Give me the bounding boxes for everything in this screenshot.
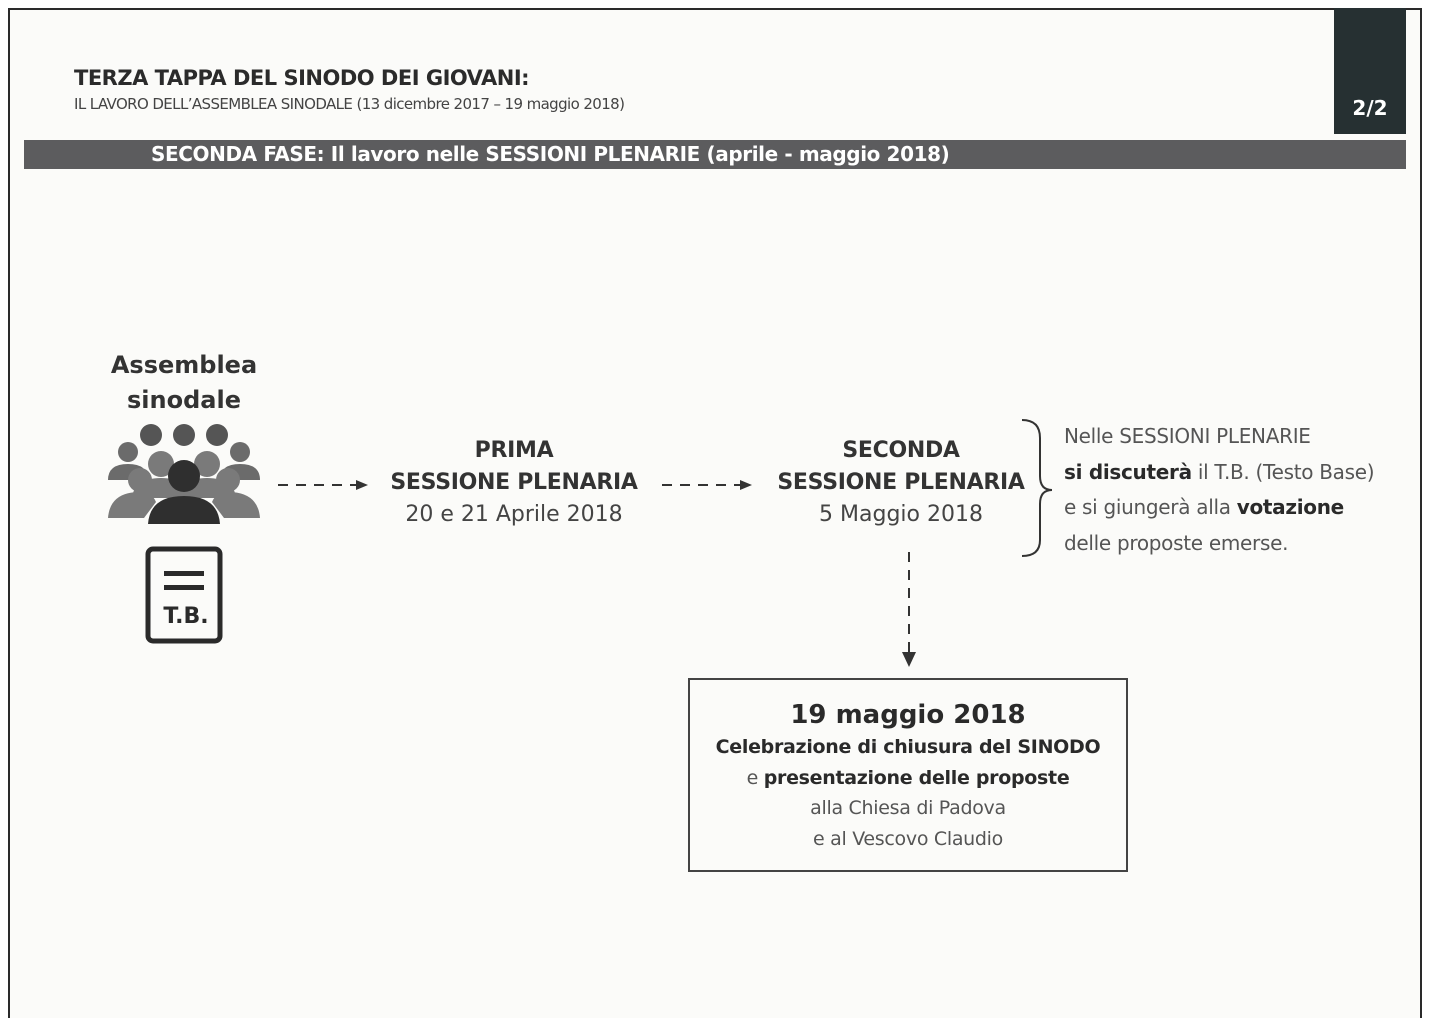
assembly-label-line2: sinodale [127, 386, 241, 414]
document-label: T.B. [163, 604, 209, 629]
page-indicator-tab [1334, 8, 1406, 134]
curly-brace [1021, 419, 1053, 557]
group-people-icon [108, 424, 260, 524]
session-second-title-line1: SECONDA [842, 438, 960, 463]
assembly-label: Assemblea sinodale [84, 348, 284, 418]
plenary-note-line1: Nelle SESSIONI PLENARIE [1064, 424, 1311, 448]
phase-bar-text: SECONDA FASE: Il lavoro nelle SESSIONI P… [151, 142, 950, 166]
closing-date: 19 maggio 2018 [790, 700, 1026, 730]
page-subtitle: IL LAVORO DELL’ASSEMBLEA SINODALE (13 di… [74, 95, 625, 113]
arrow-to-closing [902, 552, 916, 667]
session-first: PRIMA SESSIONE PLENARIA 20 e 21 Aprile 2… [374, 435, 654, 531]
plenary-note-line4: delle proposte emerse. [1064, 530, 1289, 555]
session-first-title-line2: SESSIONE PLENARIA [390, 470, 638, 495]
session-first-title-line1: PRIMA [474, 438, 554, 463]
arrow-to-second-session [662, 480, 752, 490]
plenary-note-line2: si discuterà il T.B. (Testo Base) [1064, 459, 1375, 484]
assembly-label-line1: Assemblea [110, 351, 258, 379]
page-indicator: 2/2 [1352, 96, 1388, 120]
closing-line3: alla Chiesa di Padova [810, 797, 1006, 819]
plenary-note: Nelle SESSIONI PLENARIE si discuterà il … [1064, 419, 1375, 561]
closing-line4: e al Vescovo Claudio [813, 827, 1003, 850]
session-second-date: 5 Maggio 2018 [819, 502, 983, 527]
phase-bar [24, 140, 1406, 169]
document-icon [145, 546, 223, 644]
arrow-to-first-session [278, 480, 368, 490]
closing-box: 19 maggio 2018 Celebrazione di chiusura … [688, 678, 1128, 872]
session-second: SECONDA SESSIONE PLENARIA 5 Maggio 2018 [762, 435, 1040, 531]
plenary-note-line3: e si giungerà alla votazione [1064, 495, 1344, 519]
session-second-title-line2: SESSIONE PLENARIA [777, 470, 1025, 495]
closing-line2: e presentazione delle proposte [746, 766, 1070, 789]
closing-line1: Celebrazione di chiusura del SINODO [715, 736, 1101, 758]
page-title: TERZA TAPPA DEL SINODO DEI GIOVANI: [74, 66, 530, 90]
session-first-date: 20 e 21 Aprile 2018 [405, 502, 623, 527]
